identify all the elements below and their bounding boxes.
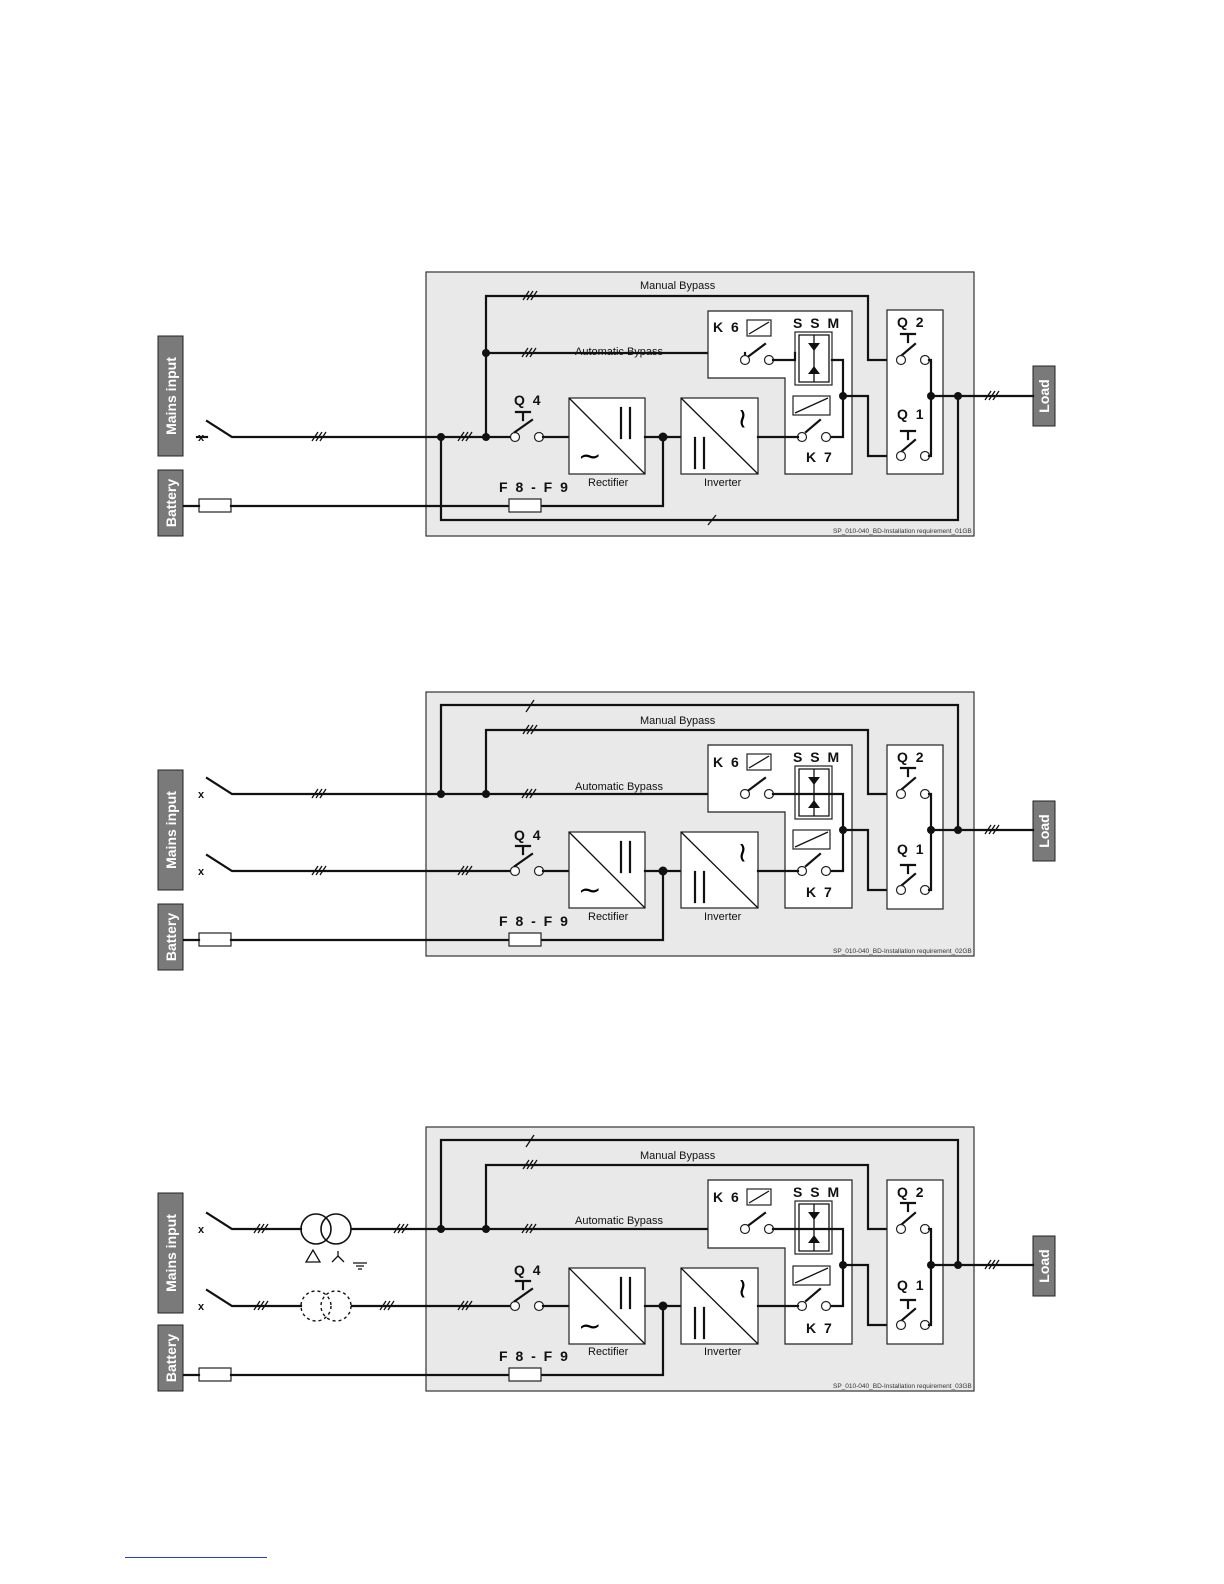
rectifier-label: Rectifier bbox=[588, 1346, 629, 1358]
svg-text:x: x bbox=[198, 789, 205, 801]
q1-q2-frame bbox=[886, 1179, 944, 1345]
q1-q2-frame bbox=[886, 309, 944, 475]
svg-text:~: ~ bbox=[727, 1277, 760, 1300]
manual-bypass-label: Manual Bypass bbox=[640, 280, 716, 292]
load-label-box: Load bbox=[1032, 1235, 1056, 1297]
footnote-rule bbox=[125, 1557, 267, 1558]
mains-input-label-box: Mains input bbox=[157, 335, 184, 457]
mains-input-label-box: Mains input bbox=[157, 769, 184, 891]
svg-text:x: x bbox=[198, 432, 205, 444]
q2-label: Q 2 bbox=[897, 314, 926, 330]
svg-text:x: x bbox=[198, 1301, 205, 1313]
q4-label: Q 4 bbox=[514, 827, 543, 843]
battery-label: Battery bbox=[163, 913, 179, 961]
svg-text:x: x bbox=[198, 866, 205, 878]
mains-input-label: Mains input bbox=[163, 791, 179, 869]
automatic-bypass-label: Automatic Bypass bbox=[575, 781, 664, 793]
svg-text:~: ~ bbox=[578, 439, 601, 472]
fuse-label: F 8 - F 9 bbox=[499, 1348, 570, 1364]
q2-label: Q 2 bbox=[897, 1184, 926, 1200]
battery-label: Battery bbox=[163, 479, 179, 527]
optional-transformer-icon bbox=[300, 1290, 352, 1322]
q4-label: Q 4 bbox=[514, 392, 543, 408]
load-label: Load bbox=[1036, 1249, 1052, 1282]
battery-label-box: Battery bbox=[157, 469, 184, 537]
k7-label: K 7 bbox=[806, 884, 834, 900]
q1-label: Q 1 bbox=[897, 406, 926, 422]
ssm-label: S S M bbox=[793, 315, 841, 331]
ups-enclosure bbox=[425, 1126, 975, 1392]
rectifier-label: Rectifier bbox=[588, 477, 629, 489]
k7-label: K 7 bbox=[806, 1320, 834, 1336]
svg-text:~: ~ bbox=[727, 841, 760, 864]
k7-label: K 7 bbox=[806, 449, 834, 465]
ssm-label: S S M bbox=[793, 1184, 841, 1200]
svg-text:x: x bbox=[198, 1224, 205, 1236]
transformer-icon bbox=[300, 1213, 367, 1270]
inverter-label: Inverter bbox=[704, 1346, 742, 1358]
automatic-bypass-label: Automatic Bypass bbox=[575, 346, 664, 358]
q2-label: Q 2 bbox=[897, 749, 926, 765]
manual-bypass-label: Manual Bypass bbox=[640, 1150, 716, 1162]
fuse-f8-f9 bbox=[508, 1367, 542, 1382]
fuse-f8-f9 bbox=[508, 498, 542, 513]
drawing-code: SP_010-040_BD-Installation requirement_0… bbox=[833, 948, 972, 955]
q1-label: Q 1 bbox=[897, 841, 926, 857]
q4-label: Q 4 bbox=[514, 1262, 543, 1278]
svg-text:~: ~ bbox=[578, 1309, 601, 1342]
diagram-1: Mains input Battery Load x F 8 - F 9 Man… bbox=[157, 271, 1056, 537]
battery-label-box: Battery bbox=[157, 903, 184, 971]
automatic-bypass-label: Automatic Bypass bbox=[575, 1215, 664, 1227]
diagram-3: Mains input Battery Load x x F 8 - F 9 M… bbox=[157, 1126, 1056, 1392]
fuse-label: F 8 - F 9 bbox=[499, 913, 570, 929]
k6-label: K 6 bbox=[713, 319, 741, 335]
mains-input-label-box: Mains input bbox=[157, 1192, 184, 1314]
ssm-label: S S M bbox=[793, 749, 841, 765]
ups-enclosure bbox=[425, 691, 975, 957]
svg-text:~: ~ bbox=[727, 407, 760, 430]
battery-fuse bbox=[198, 932, 232, 947]
diagram-2: Mains input Battery Load x x F 8 - F 9 M… bbox=[157, 691, 1056, 971]
q1-label: Q 1 bbox=[897, 1277, 926, 1293]
load-label-box: Load bbox=[1032, 800, 1056, 862]
fuse-label: F 8 - F 9 bbox=[499, 479, 570, 495]
mains-input-label: Mains input bbox=[163, 1214, 179, 1292]
k6-label: K 6 bbox=[713, 1189, 741, 1205]
rectifier-label: Rectifier bbox=[588, 911, 629, 923]
q1-q2-frame bbox=[886, 744, 944, 910]
load-label: Load bbox=[1036, 814, 1052, 847]
inverter-label: Inverter bbox=[704, 911, 742, 923]
battery-label: Battery bbox=[163, 1334, 179, 1382]
drawing-code: SP_010-040_BD-Installation requirement_0… bbox=[833, 1383, 972, 1390]
manual-bypass-label: Manual Bypass bbox=[640, 715, 716, 727]
battery-fuse bbox=[198, 1367, 232, 1382]
load-label-box: Load bbox=[1032, 365, 1056, 427]
svg-text:~: ~ bbox=[578, 873, 601, 906]
k6-label: K 6 bbox=[713, 754, 741, 770]
drawing-code: SP_010-040_BD-Installation requirement_0… bbox=[833, 528, 972, 535]
battery-fuse bbox=[198, 498, 232, 513]
mains-input-label: Mains input bbox=[163, 357, 179, 435]
fuse-f8-f9 bbox=[508, 932, 542, 947]
load-label: Load bbox=[1036, 379, 1052, 412]
inverter-label: Inverter bbox=[704, 477, 742, 489]
battery-label-box: Battery bbox=[157, 1324, 184, 1392]
